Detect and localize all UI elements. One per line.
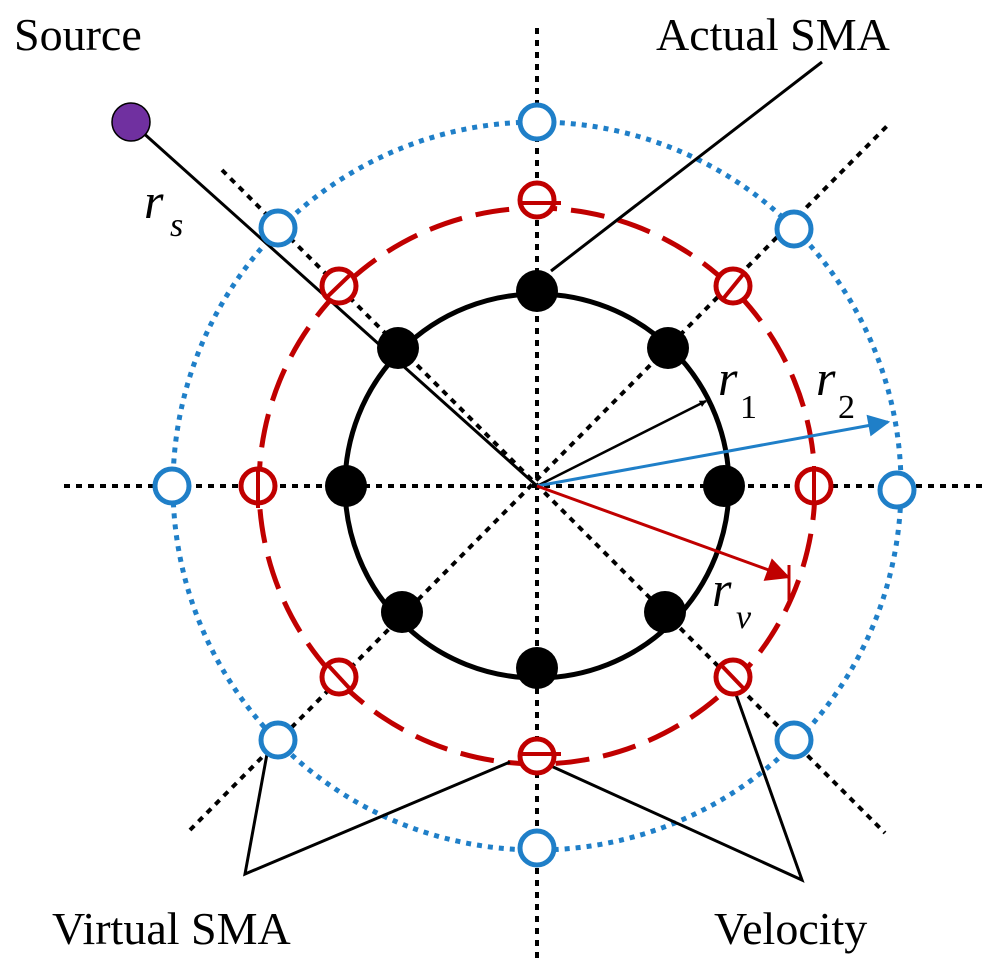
virtual-sma-point — [517, 828, 557, 868]
virtual-sma-point — [258, 720, 298, 760]
actual-sma-points — [325, 270, 745, 689]
virtual-sma-point — [517, 102, 557, 142]
r2-arrow — [536, 414, 891, 488]
axis-diagonal-up — [188, 123, 890, 832]
velocity-label: Velocity — [714, 903, 867, 954]
source-point — [111, 102, 151, 142]
r2-subscript: 2 — [838, 389, 855, 426]
velocity-tick — [721, 270, 747, 301]
velocity-point — [517, 180, 557, 220]
virtual-sma-point — [152, 466, 192, 506]
actual-sma-point — [703, 465, 745, 507]
r1-symbol: r — [718, 350, 738, 406]
actual-sma-label: Actual SMA — [656, 9, 890, 60]
virtual-sma-label: Virtual SMA — [52, 903, 291, 954]
r2-symbol: r — [816, 350, 836, 406]
rs-subscript: s — [170, 207, 183, 244]
velocity-tick — [720, 664, 748, 693]
virtual-sma-points — [152, 102, 917, 868]
rv-subscript: v — [736, 599, 752, 636]
actual-sma-point — [516, 270, 558, 312]
virtual-sma-point — [877, 470, 917, 510]
virtual-sma-point — [258, 208, 298, 248]
virtual-sma-point — [774, 720, 814, 760]
velocity-tick — [324, 271, 354, 300]
actual-sma-leader — [550, 60, 823, 273]
actual-sma-point — [325, 465, 367, 507]
source-label: Source — [14, 9, 142, 60]
velocity-leader — [550, 685, 805, 883]
guide-axes — [64, 28, 985, 958]
rv-symbol: r — [712, 561, 732, 617]
r1-subscript: 1 — [740, 389, 757, 426]
actual-sma-point — [516, 647, 558, 689]
actual-sma-point — [644, 591, 686, 633]
velocity-tick — [325, 662, 353, 692]
actual-sma-point — [377, 327, 419, 369]
velocity-point-ticks — [256, 201, 816, 756]
virtual-sma-point — [774, 209, 814, 249]
virtual-sma-leader — [243, 753, 511, 877]
rs-symbol: r — [144, 173, 164, 229]
callout-lines — [243, 60, 823, 883]
actual-sma-point — [647, 327, 689, 369]
actual-sma-point — [381, 591, 423, 633]
rv-arrow — [536, 484, 791, 581]
r1-arrow — [536, 399, 707, 488]
